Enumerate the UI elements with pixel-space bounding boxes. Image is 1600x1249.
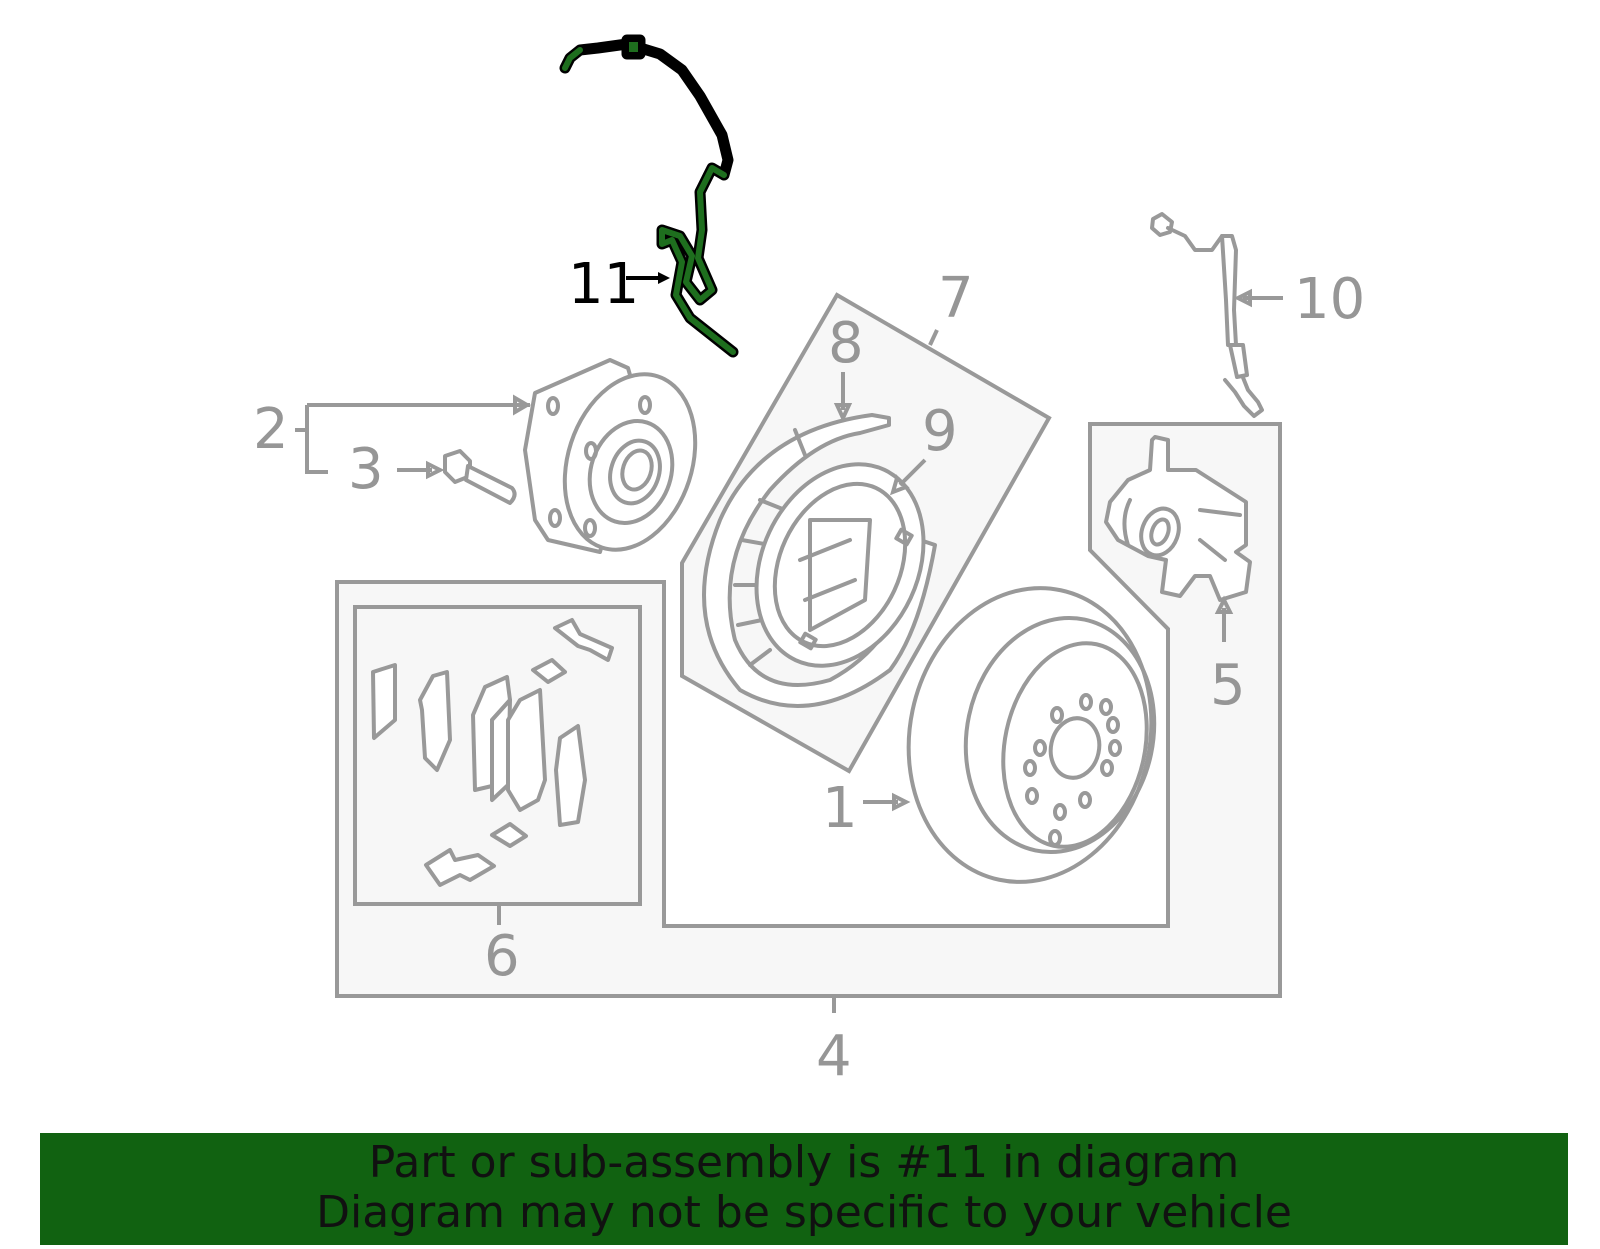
hub-bearing-part-2	[523, 358, 698, 554]
callout-2: 2	[253, 397, 289, 462]
callout-11: 11	[568, 252, 639, 317]
banner-line-1: Part or sub-assembly is #11 in diagram	[368, 1137, 1240, 1188]
callout-4: 4	[816, 1024, 852, 1089]
backing-plate-part-8	[702, 413, 937, 708]
banner-line-2: Diagram may not be specific to your vehi…	[316, 1187, 1292, 1238]
info-banner: Part or sub-assembly is #11 in diagram D…	[40, 1133, 1568, 1245]
callout-10: 10	[1294, 267, 1365, 332]
brake-hose-part-10	[1150, 212, 1264, 418]
brake-rotor-part-1	[906, 586, 1157, 884]
hub-bolt-part-3	[443, 449, 517, 505]
abs-sensor-part-11	[559, 34, 739, 358]
brake-shoes-part-9	[754, 462, 926, 668]
pad-kit-box-6	[353, 605, 642, 906]
pad-kit-part-6	[371, 618, 614, 887]
callout-3: 3	[348, 437, 384, 502]
callout-6: 6	[484, 924, 520, 989]
callout-8: 8	[828, 311, 864, 376]
callout-7: 7	[938, 266, 974, 331]
callout-1: 1	[822, 776, 858, 841]
leader-lines	[295, 272, 1283, 1013]
caliper-part-5	[1104, 435, 1252, 602]
callout-9: 9	[922, 399, 958, 464]
callout-5: 5	[1210, 653, 1246, 718]
